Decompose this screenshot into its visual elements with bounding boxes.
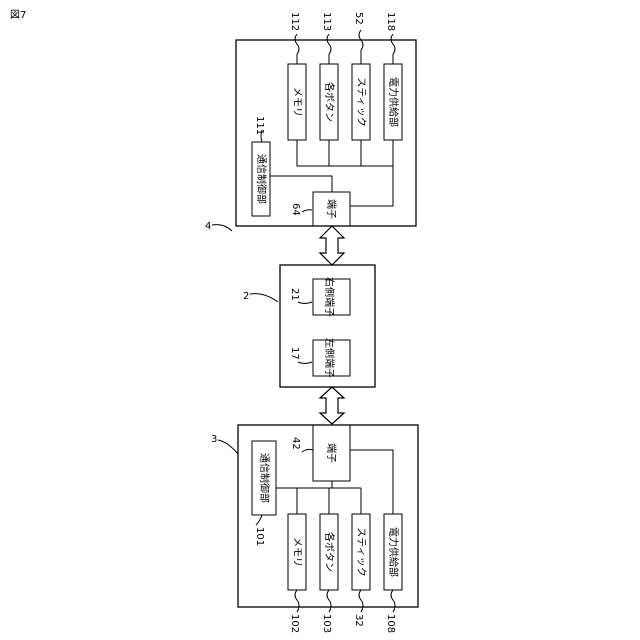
leader-118 <box>391 34 395 64</box>
stick-label-3: スティック <box>355 527 367 576</box>
device-2-leader <box>250 294 278 302</box>
leader-112 <box>295 34 299 64</box>
leader-52 <box>359 30 363 64</box>
leader-102 <box>295 590 299 612</box>
double-arrow-top <box>320 226 344 265</box>
buttons-label-4: 各ボタン <box>323 82 336 122</box>
ref-21: 21 <box>289 288 300 301</box>
leader-111 <box>261 130 262 142</box>
device-4-leader <box>212 225 232 231</box>
ref-111: 111 <box>254 116 265 135</box>
terminal-label-3: 端子 <box>325 443 338 463</box>
comm-to-terminal-4 <box>270 176 332 192</box>
ref-42: 42 <box>290 437 301 450</box>
ref-101: 101 <box>254 527 265 546</box>
power-label-4: 電力供給部 <box>387 77 400 127</box>
device-2: 2 右側端子 左側端子 21 17 <box>243 265 375 387</box>
terminal-label-4: 端子 <box>325 199 338 219</box>
terminal-to-comm-3 <box>276 481 332 488</box>
leader-32 <box>359 590 363 612</box>
power-to-terminal-3 <box>350 450 393 514</box>
comm-control-label-3: 通信制御部 <box>258 453 271 503</box>
memory-label-4: メモリ <box>291 87 302 117</box>
ref-108: 108 <box>385 614 396 633</box>
leader-17 <box>298 362 312 364</box>
buttons-label-3: 各ボタン <box>323 532 336 572</box>
leader-64 <box>302 210 312 212</box>
stick-label-4: スティック <box>355 77 367 126</box>
leader-103 <box>327 590 331 612</box>
right-terminal-label: 右側端子 <box>323 277 336 317</box>
ref-17: 17 <box>289 347 300 360</box>
ref-112: 112 <box>289 12 300 31</box>
device-2-ref: 2 <box>243 291 249 302</box>
left-terminal-text: 左側端子 <box>323 338 336 378</box>
ref-103: 103 <box>321 614 332 633</box>
double-arrow-bottom <box>320 387 344 424</box>
bus-4 <box>297 140 393 166</box>
power-label-3: 電力供給部 <box>387 527 400 577</box>
leader-113 <box>327 34 331 64</box>
ref-113: 113 <box>321 12 332 31</box>
device-4: 4 メモリ 各ボタン スティック 電力供給部 通信制御部 端子 112 113 … <box>205 12 416 232</box>
device-3-leader <box>218 440 238 454</box>
right-terminal-text: 右側端子 <box>323 277 336 317</box>
ref-32: 32 <box>353 614 364 627</box>
left-terminal-label: 左側端子 <box>323 338 336 378</box>
device-3-ref: 3 <box>211 434 217 445</box>
comm-control-label-4: 通信制御部 <box>255 154 268 204</box>
device-4-ref: 4 <box>205 221 211 232</box>
ref-118: 118 <box>385 12 396 31</box>
device-3: 3 端子 通信制御部 メモリ 各ボタン スティック 電力供給部 42 101 1… <box>211 425 418 633</box>
memory-label-3: メモリ <box>291 537 302 567</box>
ref-102: 102 <box>289 614 300 633</box>
ref-64: 64 <box>290 203 301 216</box>
leader-108 <box>391 590 395 612</box>
bus-3 <box>276 488 361 514</box>
leader-42 <box>302 449 313 452</box>
ref-52: 52 <box>353 12 364 25</box>
leader-21 <box>298 302 312 304</box>
power-to-terminal-4 <box>350 166 393 206</box>
leader-101 <box>256 515 262 525</box>
